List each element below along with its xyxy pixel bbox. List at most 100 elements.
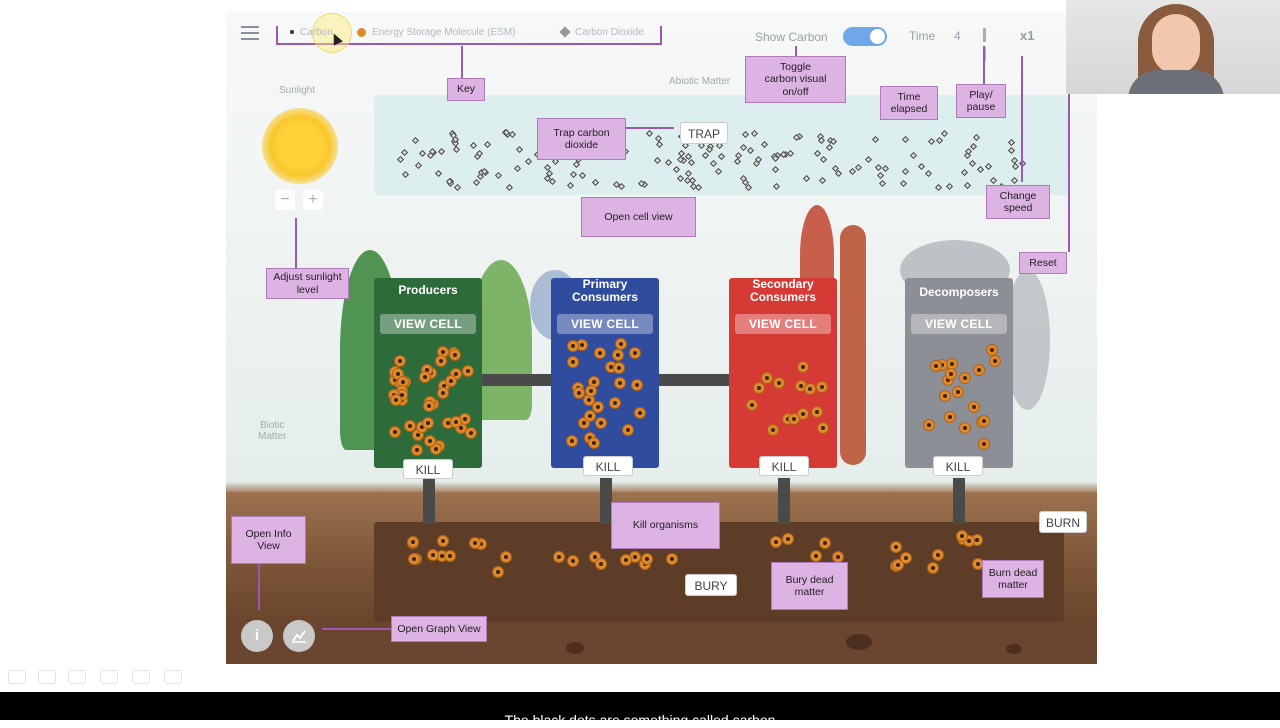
co2-particle: [396, 155, 405, 164]
next-control[interactable]: [38, 670, 56, 684]
esm-icon: [357, 27, 366, 37]
burn-button[interactable]: BURN: [1039, 511, 1087, 533]
co2-particle: [1007, 138, 1016, 147]
trap-button[interactable]: TRAP: [680, 122, 728, 144]
sunlight-pointer-line: [295, 218, 297, 270]
co2-particle: [829, 137, 838, 146]
esm-particle: [584, 410, 596, 422]
co2-particle: [940, 129, 949, 138]
co2-particle: [494, 171, 503, 180]
co2-particle: [825, 143, 834, 152]
secondary-consumers-view-cell-button[interactable]: VIEW CELL: [735, 314, 831, 334]
esm-particle: [959, 422, 971, 434]
kill-secondary-consumers-button[interactable]: KILL: [759, 456, 809, 476]
pause-icon[interactable]: [983, 28, 993, 61]
key-carbon-label: Carbon: [300, 27, 333, 38]
co2-particle: [760, 140, 769, 149]
open-graph-callout: Open Graph View: [391, 616, 487, 642]
esm-particle: [973, 364, 985, 376]
esm-particle: [583, 394, 595, 406]
esm-particle: [927, 562, 939, 574]
prev-control[interactable]: [8, 670, 26, 684]
speed-pointer-line: [1021, 56, 1023, 182]
co2-particle: [771, 165, 780, 174]
esm-particle: [810, 550, 822, 562]
open-cell-callout: Open cell view: [581, 197, 696, 237]
change-speed-callout: Change speed: [986, 185, 1050, 219]
info-button[interactable]: i: [241, 620, 273, 652]
increase-sunlight-button[interactable]: +: [303, 190, 323, 210]
slides-control[interactable]: [100, 670, 118, 684]
graph-icon[interactable]: [283, 620, 315, 652]
co2-particle: [813, 149, 822, 158]
co2-particle: [772, 182, 781, 191]
burn-dead-callout: Burn dead matter: [982, 560, 1044, 598]
co2-particle: [934, 183, 943, 192]
esm-particle: [437, 535, 449, 547]
co2-particle: [786, 149, 795, 158]
esm-particle: [819, 537, 831, 549]
trap-callout: Trap carbon dioxide: [537, 118, 626, 160]
kill-decomposers-button[interactable]: KILL: [933, 456, 983, 476]
esm-particle: [804, 383, 816, 395]
bury-button[interactable]: BURY: [685, 574, 737, 596]
toggle-pointer-line: [795, 46, 797, 56]
key-bracket: [276, 26, 662, 45]
zoom-control[interactable]: [132, 670, 150, 684]
esm-particle: [952, 386, 964, 398]
co2-particle: [566, 181, 575, 190]
co2-particle: [899, 179, 908, 188]
co2-particle: [569, 170, 578, 179]
producers-view-cell-button[interactable]: VIEW CELL: [380, 314, 476, 334]
esm-particle: [761, 372, 773, 384]
esm-particle: [419, 371, 431, 383]
co2-particle: [935, 136, 944, 145]
esm-particle: [615, 338, 627, 350]
esm-particle: [753, 382, 765, 394]
co2-particle: [989, 176, 998, 185]
presenter-webcam: [1066, 0, 1280, 94]
sunlight-label: Sunlight: [279, 85, 316, 96]
pipe-primary-down: [600, 478, 612, 524]
time-label: Time: [909, 29, 936, 43]
more-control[interactable]: [164, 670, 182, 684]
key-callout: Key: [447, 78, 485, 101]
co2-particle: [741, 130, 750, 139]
co2-particle: [437, 147, 446, 156]
esm-particle: [641, 553, 653, 565]
kill-primary-consumers-button[interactable]: KILL: [583, 456, 633, 476]
co2-particle: [848, 167, 857, 176]
co2-particle: [515, 145, 524, 154]
show-carbon-label: Show Carbon: [755, 30, 828, 44]
co2-particle: [591, 178, 600, 187]
show-carbon-toggle[interactable]: [843, 27, 887, 46]
esm-particle: [390, 394, 402, 406]
esm-particle: [449, 349, 461, 361]
pebble: [1006, 644, 1022, 654]
co2-particle: [694, 183, 703, 192]
esm-particle: [613, 362, 625, 374]
speed-button[interactable]: x1: [1020, 28, 1035, 43]
reset-callout: Reset: [1019, 252, 1067, 274]
co2-particle: [972, 133, 981, 142]
primary-consumers-view-cell-button[interactable]: VIEW CELL: [557, 314, 653, 334]
pipe-secondary-down: [778, 478, 790, 524]
co2-particle: [834, 169, 843, 178]
co2-particle: [871, 135, 880, 144]
esm-particle: [588, 437, 600, 449]
co2-particle: [709, 159, 718, 168]
esm-particle: [956, 530, 968, 542]
hamburger-menu-icon[interactable]: [241, 26, 259, 40]
co2-particle: [655, 140, 664, 149]
esm-particle: [465, 427, 477, 439]
decomposers-view-cell-button[interactable]: VIEW CELL: [911, 314, 1007, 334]
co2-particle: [876, 171, 885, 180]
producers-title: Producers: [398, 283, 458, 297]
pen-control[interactable]: [68, 670, 86, 684]
time-elapsed-callout: Time elapsed: [880, 86, 938, 120]
co2-particle: [717, 152, 726, 161]
decrease-sunlight-button[interactable]: −: [275, 190, 295, 210]
co2-particle: [963, 181, 972, 190]
kill-producers-button[interactable]: KILL: [403, 459, 453, 479]
esm-particle: [932, 549, 944, 561]
